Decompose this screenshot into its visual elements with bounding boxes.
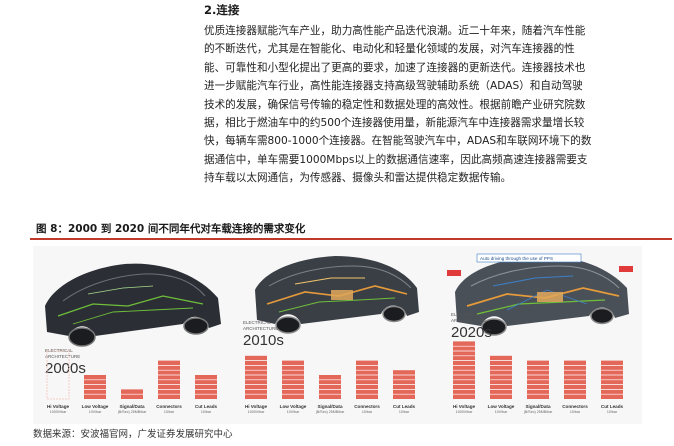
paragraph-line: 优质连接器赋能汽车产业，助力高性能产品迭代浪潮。近二十年来，随着汽车性能	[204, 25, 586, 37]
category-label: Cut Leads	[195, 404, 218, 409]
category-unit: 1000V/bar	[50, 410, 67, 414]
paragraph-line: 据，相比于燃油车中的约500个连接器使用量，新能源汽车中连接器需求量增长较	[204, 117, 585, 130]
category-label: Hi Voltage	[47, 404, 70, 409]
category-label: Cut Leads	[393, 404, 416, 409]
bar-low-voltage	[490, 355, 512, 399]
category-label: Signal/Data	[525, 404, 550, 409]
figure-source: 数据来源：安波福官网，广发证券发展研究中心	[33, 429, 233, 440]
paragraph-line: 据通信中，单车需要1000Mbps以上的数据通信速率，因此高频高速连接器需要支	[204, 153, 588, 166]
category-label: Low Voltage	[488, 404, 515, 409]
category-label: Low Voltage	[82, 404, 109, 409]
category-unit: (B/Sec) 25MB/bar	[118, 410, 147, 414]
figure-title-bar: 图 8：2000 到 2020 间不同年代对车载连接的需求变化	[30, 218, 672, 240]
category-label: Connectors	[156, 404, 182, 409]
category-unit: 10V/bar	[495, 410, 508, 414]
category-unit: 10/bar	[164, 410, 175, 414]
panel-2010s-graphic: ELECTRICAL ARCHITECTURE 2010s Hi Voltage…	[243, 256, 419, 414]
paragraph-line: 持车载以太网通信，为传感器、摄像头和雷达提供稳定数据传输。	[204, 172, 512, 185]
category-label: Connectors	[354, 404, 380, 409]
panel-2010s: ELECTRICAL ARCHITECTURE 2010s Hi Voltage…	[235, 246, 435, 424]
category-unit: 10/bar	[201, 410, 212, 414]
category-unit: 1000V/bar	[456, 410, 473, 414]
panel-2000s: ELECTRICAL ARCHITECTURE 2000s Hi Voltage…	[33, 246, 233, 424]
category-unit: 10/bar	[570, 410, 581, 414]
category-label: Hi Voltage	[245, 404, 268, 409]
era-label: 2010s	[243, 332, 284, 349]
figure-image: ELECTRICAL ARCHITECTURE 2000s Hi Voltage…	[33, 246, 642, 424]
paragraph-line: 快，每辆车需800-1000个连接器。在智能驾驶汽车中，ADAS和车联网环境下的…	[204, 135, 592, 148]
bar-low-voltage	[84, 375, 106, 399]
arch-label-line1: ELECTRICAL	[243, 320, 271, 325]
panel-2020s-graphic: Auto driving through the use of PPS ELEC…	[447, 253, 633, 414]
category-unit: (B/Sec) 25MB/bar	[316, 410, 345, 414]
era-label: 2020s	[451, 324, 492, 341]
category-unit: 1000V/bar	[248, 410, 265, 414]
car-illustration-2000s	[45, 263, 221, 347]
arch-label-line2: ARCHITECTURE	[243, 326, 278, 331]
bar-signal-data	[319, 375, 341, 399]
category-unit: 10/bar	[607, 410, 618, 414]
paragraph-line: 进一步赋能汽车行业，高性能连接器支持高级驾驶辅助系统（ADAS）和自动驾驶	[204, 80, 583, 93]
bar-cut-leads	[195, 375, 217, 399]
arch-label-line2: ARCHITECTURE	[45, 354, 80, 359]
bar-hi-voltage	[245, 355, 267, 399]
callout-text: Auto driving through the use of PPS	[480, 256, 553, 261]
section-title: 2.连接	[204, 3, 240, 17]
category-label: Hi Voltage	[453, 404, 476, 409]
category-unit: 10/bar	[399, 410, 410, 414]
category-label: Low Voltage	[280, 404, 307, 409]
panel-2000s-graphic: ELECTRICAL ARCHITECTURE 2000s Hi Voltage…	[45, 263, 221, 414]
panel-2020s: Auto driving through the use of PPS ELEC…	[437, 246, 642, 424]
body-paragraph: 优质连接器赋能汽车产业，助力高性能产品迭代浪潮。近二十年来，随着汽车性能 的不断…	[204, 22, 674, 188]
category-unit: 10/bar	[362, 410, 373, 414]
category-unit: 10V/bar	[89, 410, 102, 414]
arch-label-line1: ELECTRICAL	[451, 312, 479, 317]
category-label: Connectors	[562, 404, 588, 409]
paragraph-line: 技术的发展，确保信号传输的稳定性和数据处理的高效性。根据前瞻产业研究院数	[204, 98, 586, 111]
category-label: Signal/Data	[119, 404, 144, 409]
paragraph-line: 的不断迭代，尤其是在智能化、电动化和轻量化领域的发展，对汽车连接器的性	[204, 43, 575, 56]
category-unit: 10V/bar	[287, 410, 300, 414]
category-label: Signal/Data	[317, 404, 342, 409]
figure-title: 图 8：2000 到 2020 间不同年代对车载连接的需求变化	[36, 223, 306, 235]
category-label: Cut Leads	[601, 404, 624, 409]
category-unit: (B/Sec) 25MB/bar	[524, 410, 553, 414]
car-illustration-2010s	[255, 256, 419, 334]
paragraph-line: 能、可靠性和小型化提出了更高的要求，加速了连接器的更新迭代。连接器技术也	[204, 61, 586, 74]
bar-placeholder	[46, 350, 70, 400]
arch-label-line2: ARCHITECTURE	[451, 318, 486, 323]
era-label: 2000s	[45, 360, 86, 377]
car-illustration-2020s: Auto driving through the use of PPS	[447, 253, 633, 336]
